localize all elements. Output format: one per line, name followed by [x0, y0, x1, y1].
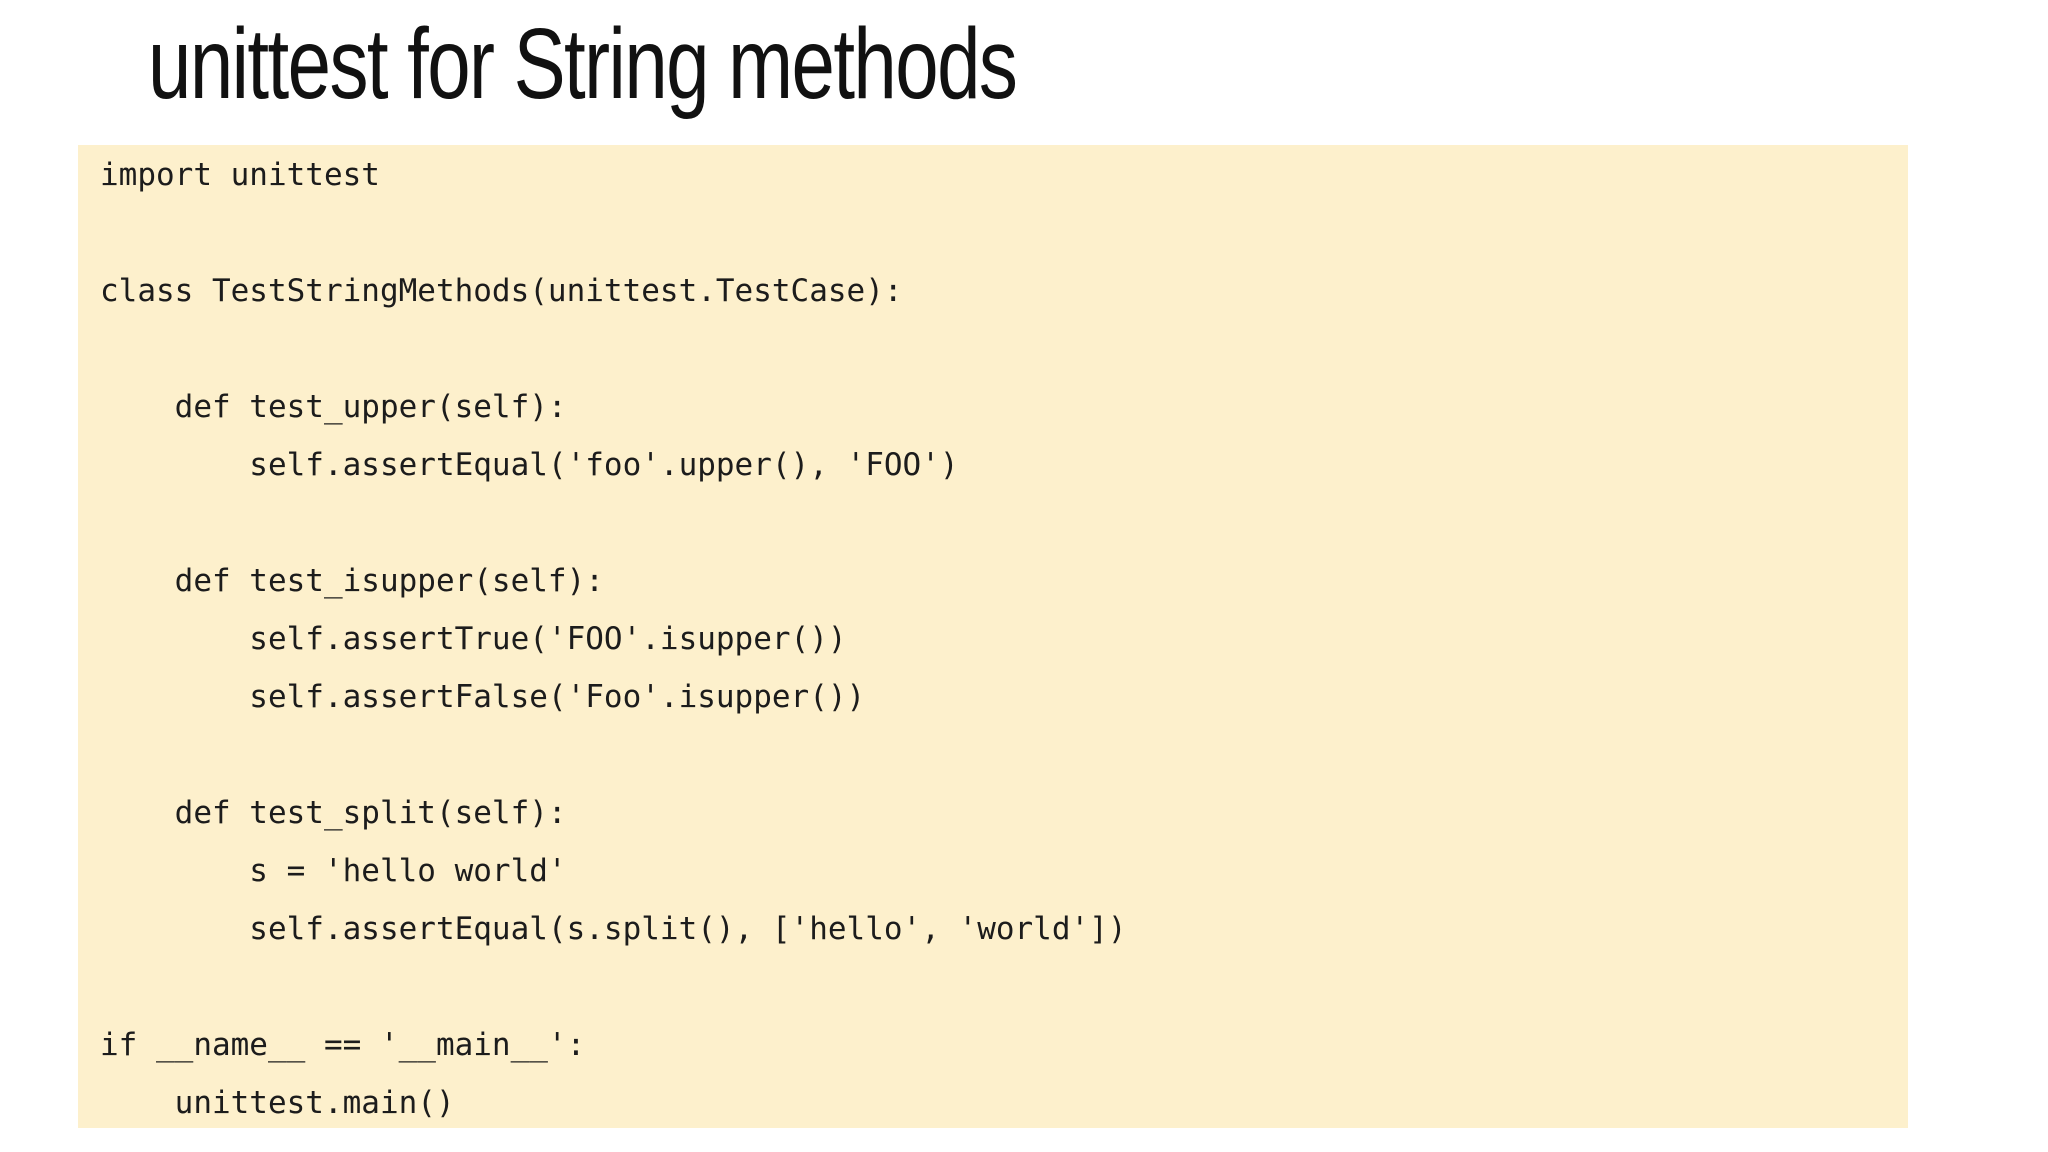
code-line-def-test-split: def test_split(self): [100, 795, 567, 831]
code-line-if-main: if __name__ == '__main__': [100, 1027, 586, 1063]
code-line-class-def: class TestStringMethods(unittest.TestCas… [100, 273, 903, 309]
code-line-assert-equal-upper: self.assertEqual('foo'.upper(), 'FOO') [100, 447, 959, 483]
code-line-blank [100, 320, 1908, 378]
code-line-blank [100, 494, 1908, 552]
code-line-assert-equal-split: self.assertEqual(s.split(), ['hello', 'w… [100, 911, 1127, 947]
code-line-unittest-main: unittest.main() [100, 1085, 455, 1121]
slide-title: unittest for String methods [148, 8, 1018, 120]
code-line-blank [100, 958, 1908, 1016]
code-block: import unittest class TestStringMethods(… [78, 145, 1908, 1128]
code-line-import: import unittest [100, 157, 380, 193]
code-line-def-test-upper: def test_upper(self): [100, 389, 567, 425]
code-line-assert-false: self.assertFalse('Foo'.isupper()) [100, 679, 866, 715]
code-line-assert-true: self.assertTrue('FOO'.isupper()) [100, 621, 847, 657]
code-line-s-assignment: s = 'hello world' [100, 853, 567, 889]
code-line-def-test-isupper: def test_isupper(self): [100, 563, 604, 599]
code-line-blank [100, 726, 1908, 784]
code-line-blank [100, 204, 1908, 262]
